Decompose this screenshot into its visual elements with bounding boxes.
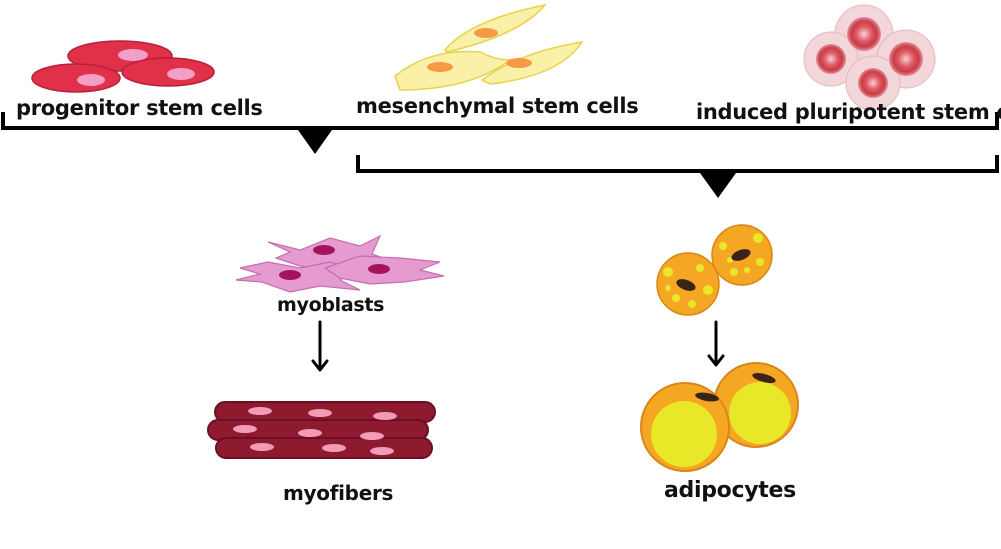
arrowhead-to-adipocyte-progenitors [700,173,736,198]
arrow-to-myofibers [311,320,329,372]
progenitor-stem-cells-label: progenitor stem cells [16,96,263,120]
mesenchymal-cells-icon [394,3,584,91]
myofibers-label: myofibers [283,481,394,505]
myofibers-icon [207,401,436,459]
adipocytes-label: adipocytes [664,478,796,503]
mesenchymal-stem-cells-label: mesenchymal stem cells [356,94,639,118]
myoblasts-icon [235,234,445,293]
ipsc-cells-icon [803,4,936,111]
myoblasts-label: myoblasts [277,294,385,316]
preadipocytes-icon [656,224,773,316]
adipocytes-icon [640,362,799,472]
arrow-to-adipocytes [707,320,725,367]
progenitor-cells-icon [31,40,215,93]
arrowhead-to-myoblasts [298,130,332,154]
top-bracket [1,112,999,130]
lower-bracket [356,155,999,173]
induced-pluripotent-stem-cells-label: induced pluripotent stem cells [696,100,1001,124]
